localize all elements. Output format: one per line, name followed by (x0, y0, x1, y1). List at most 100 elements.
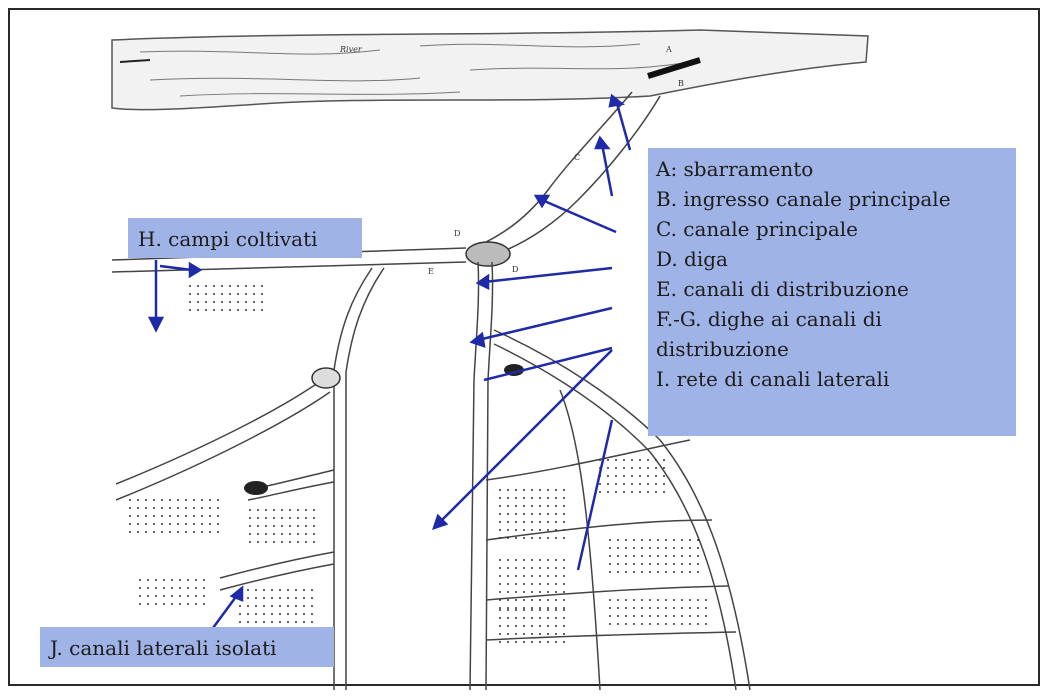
field-dot (507, 505, 509, 507)
field-dot (539, 537, 541, 539)
field-dot (641, 555, 643, 557)
field-dot (163, 595, 165, 597)
field-dot (507, 497, 509, 499)
field-dot (515, 583, 517, 585)
field-dot (673, 607, 675, 609)
field-dot (625, 571, 627, 573)
field-dot (697, 615, 699, 617)
field-dot (153, 523, 155, 525)
field-dot (303, 605, 305, 607)
field-dot (657, 599, 659, 601)
field-dot (547, 609, 549, 611)
field-dot (641, 547, 643, 549)
field-dot (305, 517, 307, 519)
field-dot (279, 621, 281, 623)
field-dot (531, 607, 533, 609)
field-dot (531, 529, 533, 531)
field-dot (515, 497, 517, 499)
field-dot (617, 563, 619, 565)
field-dot (515, 641, 517, 643)
field-dot (563, 599, 565, 601)
field-dot (295, 613, 297, 615)
field-dot (237, 309, 239, 311)
field-dot (515, 567, 517, 569)
field-dot (689, 547, 691, 549)
field-dot (617, 555, 619, 557)
field-dot (539, 497, 541, 499)
field-dot (263, 621, 265, 623)
field-dot (201, 499, 203, 501)
field-dot (547, 521, 549, 523)
field-dot (663, 491, 665, 493)
field-dot (209, 507, 211, 509)
field-dot (499, 607, 501, 609)
field-dot (265, 541, 267, 543)
field-dot (507, 641, 509, 643)
field-dot (657, 607, 659, 609)
field-dot (287, 597, 289, 599)
field-dot (147, 603, 149, 605)
field-dot (217, 507, 219, 509)
field-dot (257, 509, 259, 511)
field-dot (201, 515, 203, 517)
field-dot (647, 459, 649, 461)
field-dot (641, 563, 643, 565)
field-dot (311, 597, 313, 599)
field-dot (563, 505, 565, 507)
field-dot (531, 513, 533, 515)
field-dot (625, 623, 627, 625)
field-dot (615, 475, 617, 477)
field-dot (499, 617, 501, 619)
field-dot (499, 505, 501, 507)
field-dot (253, 293, 255, 295)
field-dot (647, 483, 649, 485)
field-dot (625, 547, 627, 549)
field-dot (633, 623, 635, 625)
field-dot (507, 537, 509, 539)
field-dot (213, 309, 215, 311)
field-dot (507, 607, 509, 609)
field-dot (179, 579, 181, 581)
field-dot (555, 633, 557, 635)
field-dot (539, 607, 541, 609)
field-dot (311, 613, 313, 615)
field-dot (255, 597, 257, 599)
field-dot (631, 483, 633, 485)
field-dot (161, 523, 163, 525)
field-dot (239, 621, 241, 623)
field-dot (253, 301, 255, 303)
field-dot (649, 571, 651, 573)
field-dot (515, 617, 517, 619)
field-dot (153, 531, 155, 533)
field-dot (547, 575, 549, 577)
field-dot (221, 309, 223, 311)
field-dot (187, 595, 189, 597)
field-dot (657, 563, 659, 565)
field-dot (507, 633, 509, 635)
field-dot (689, 571, 691, 573)
field-dot (297, 517, 299, 519)
field-dot (273, 509, 275, 511)
field-dot (539, 529, 541, 531)
field-dot (177, 499, 179, 501)
field-dot (563, 497, 565, 499)
field-dot (655, 475, 657, 477)
field-dot (197, 293, 199, 295)
field-dot (539, 641, 541, 643)
field-dot (255, 589, 257, 591)
field-dot (697, 607, 699, 609)
field-dot (657, 571, 659, 573)
field-dot (623, 459, 625, 461)
field-dot (209, 499, 211, 501)
dam-d: D D (454, 229, 518, 274)
field-dot (547, 607, 549, 609)
field-dot (273, 517, 275, 519)
legend-box: A: sbarramento B. ingresso canale princi… (648, 148, 1016, 436)
field-dot (507, 489, 509, 491)
field-dot (663, 483, 665, 485)
field-dot (649, 563, 651, 565)
field-dot (697, 555, 699, 557)
field-dot (539, 567, 541, 569)
field-dot (163, 579, 165, 581)
field-dot (193, 507, 195, 509)
